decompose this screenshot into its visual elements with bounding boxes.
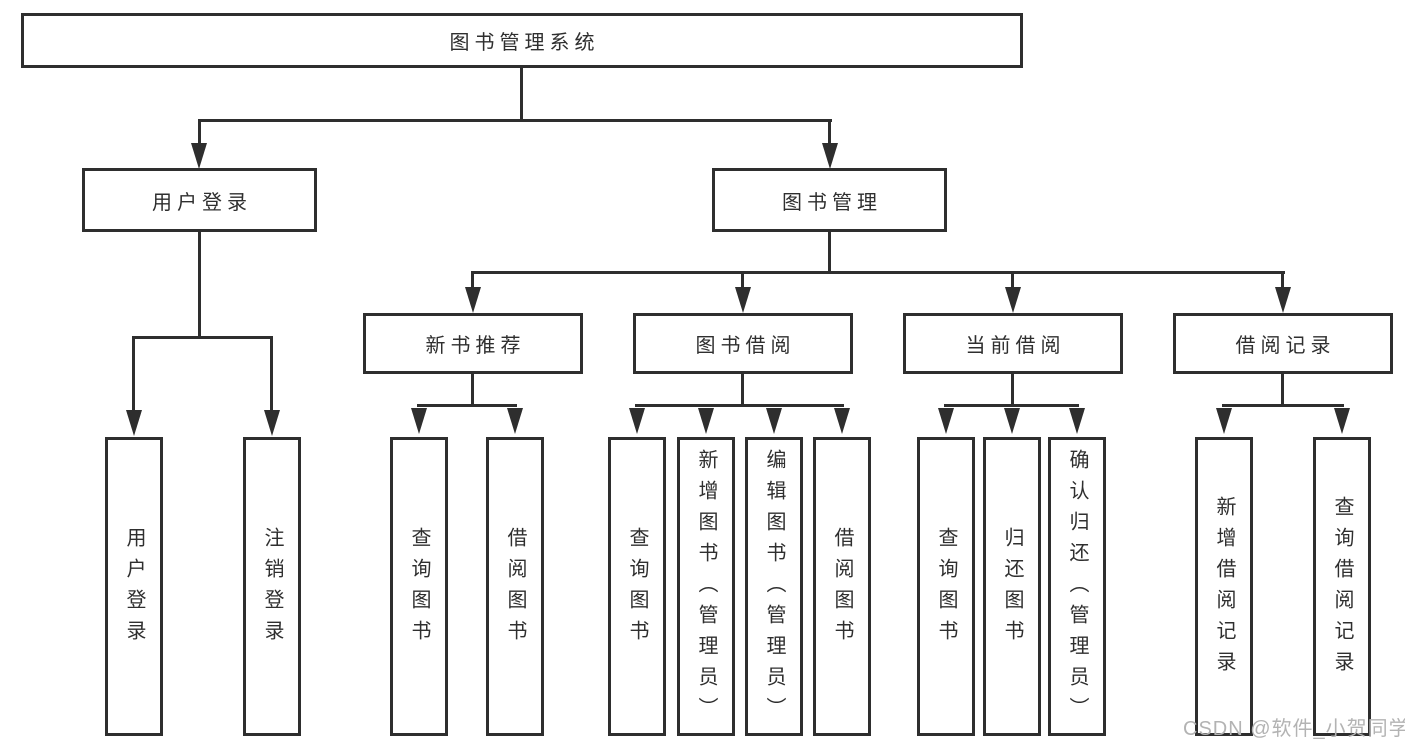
arrow-down-icon: [126, 410, 142, 436]
arrow-down-icon: [1069, 408, 1085, 434]
arrow-down-icon: [264, 410, 280, 436]
connector-line: [198, 119, 832, 122]
arrow-down-icon: [411, 408, 427, 434]
connector-line: [471, 271, 1285, 274]
node-book-borrowing: 图书借阅: [633, 313, 853, 374]
connector-line: [828, 119, 831, 147]
leaf-add-books-admin: 新增图书（管理员）: [677, 437, 735, 736]
leaf-borrow-books: 借阅图书: [813, 437, 871, 736]
arrow-down-icon: [1275, 287, 1291, 313]
arrow-down-icon: [629, 408, 645, 434]
connector-line: [635, 404, 844, 407]
arrow-down-icon: [735, 287, 751, 313]
connector-line: [1011, 374, 1014, 407]
leaf-logout: 注销登录: [243, 437, 301, 736]
connector-line: [198, 232, 201, 339]
arrow-down-icon: [938, 408, 954, 434]
node-library-system: 图书管理系统: [21, 13, 1023, 68]
connector-line: [471, 374, 474, 407]
connector-line: [1281, 374, 1284, 407]
leaf-query-books-borrowing: 查询图书: [608, 437, 666, 736]
leaf-query-borrow-record: 查询借阅记录: [1313, 437, 1371, 736]
leaf-edit-books-admin: 编辑图书（管理员）: [745, 437, 803, 736]
arrow-down-icon: [465, 287, 481, 313]
arrow-down-icon: [191, 143, 207, 169]
leaf-confirm-return-admin: 确认归还（管理员）: [1048, 437, 1106, 736]
connector-line: [132, 336, 273, 339]
arrow-down-icon: [1005, 287, 1021, 313]
connector-line: [417, 404, 517, 407]
leaf-borrow-books-recommend: 借阅图书: [486, 437, 544, 736]
leaf-query-books-recommend: 查询图书: [390, 437, 448, 736]
connector-line: [270, 336, 273, 414]
connector-line: [198, 119, 201, 147]
leaf-user-login: 用户登录: [105, 437, 163, 736]
arrow-down-icon: [507, 408, 523, 434]
csdn-watermark: CSDN @软件_小贺同学: [1183, 718, 1405, 740]
arrow-down-icon: [1216, 408, 1232, 434]
connector-line: [520, 66, 523, 122]
connector-line: [471, 271, 474, 291]
connector-line: [944, 404, 1079, 407]
leaf-add-borrow-record: 新增借阅记录: [1195, 437, 1253, 736]
node-current-borrowing: 当前借阅: [903, 313, 1123, 374]
node-borrowing-records: 借阅记录: [1173, 313, 1393, 374]
arrow-down-icon: [834, 408, 850, 434]
connector-line: [741, 271, 744, 291]
leaf-return-books: 归还图书: [983, 437, 1041, 736]
arrow-down-icon: [822, 143, 838, 169]
connector-line: [1222, 404, 1344, 407]
connector-line: [132, 336, 135, 414]
connector-line: [1281, 271, 1284, 291]
node-book-management: 图书管理: [712, 168, 947, 232]
connector-line: [828, 232, 831, 274]
connector-line: [1011, 271, 1014, 291]
connector-line: [741, 374, 744, 407]
arrow-down-icon: [1334, 408, 1350, 434]
node-user-login: 用户登录: [82, 168, 317, 232]
leaf-query-books-current: 查询图书: [917, 437, 975, 736]
arrow-down-icon: [1004, 408, 1020, 434]
arrow-down-icon: [766, 408, 782, 434]
arrow-down-icon: [698, 408, 714, 434]
node-new-book-recommend: 新书推荐: [363, 313, 583, 374]
